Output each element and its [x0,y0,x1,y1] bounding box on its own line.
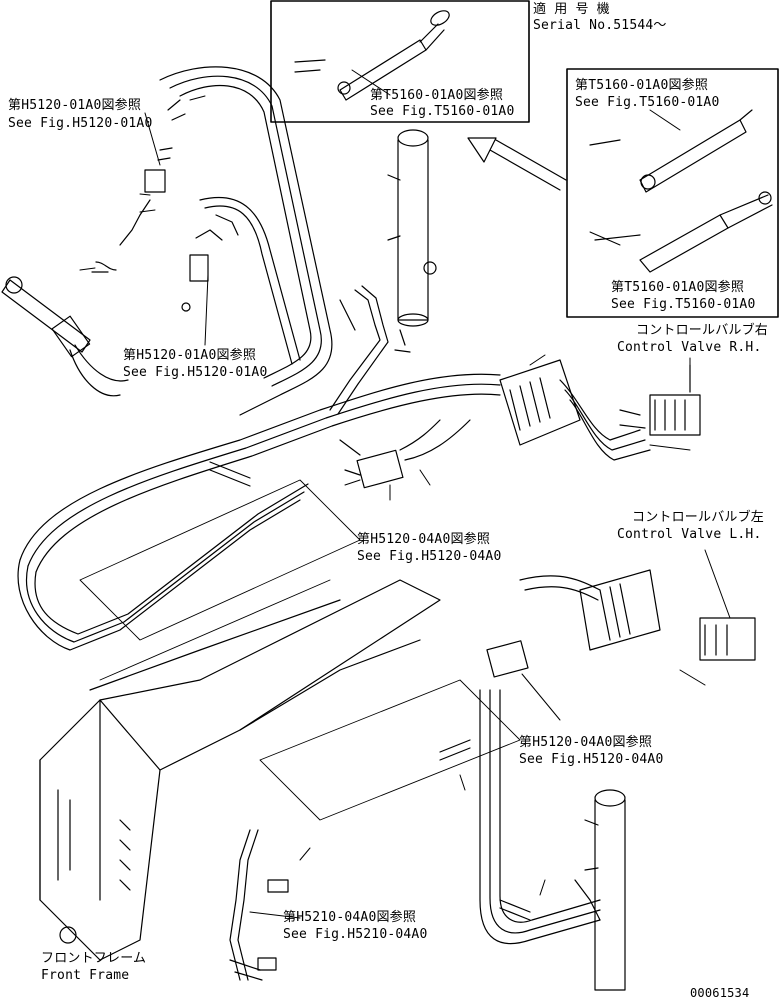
control-valve-rh-jp: コントロールバルブ右 [636,323,769,338]
center-valve-block [339,419,471,489]
control-valve-lh-en: Control Valve L.H. [617,527,762,542]
drawing-number: 00061534 [690,986,750,1000]
callout-h5120-top-left-en: See Fig.H5120-01A0 [8,116,153,131]
upper-clamp-stack [499,359,651,461]
front-frame-jp: フロントフレーム [41,951,147,966]
lower-right-cylinder [574,789,626,991]
callout-t5160-right-top-en: See Fig.T5160-01A0 [575,95,720,110]
callout-t5160-right-top-jp: 第T5160-01A0図参照 [575,78,709,93]
callout-h5120-04-center-en: See Fig.H5120-04A0 [357,549,502,564]
control-valve-rh-en: Control Valve R.H. [617,340,762,355]
callout-t5160-right-bottom-en: See Fig.T5160-01A0 [611,297,756,312]
callout-h5210-04-bottom-jp: 第H5210-04A0図参照 [283,910,417,925]
callout-t5160-top-inset-en: See Fig.T5160-01A0 [370,104,515,119]
part-reference-ticks [79,95,706,896]
front-frame-en: Front Frame [41,968,130,983]
right-boom-cylinder [329,129,437,415]
right-inset-box [566,68,779,318]
left-steering-cylinder [1,276,129,397]
upper-left-fittings [91,99,239,312]
callout-h5120-04-lower-en: See Fig.H5120-04A0 [519,752,664,767]
top-inset-box [270,0,530,123]
lower-clamp-stack [486,569,756,678]
applicability-serial: Serial No.51544～ [533,18,667,33]
lower-hose-loop [479,575,601,945]
right-inset-cylinders [589,109,773,273]
callout-h5120-mid-left-en: See Fig.H5120-01A0 [123,365,268,380]
mounting-plates [79,479,521,821]
front-frame [39,579,441,961]
callout-t5160-right-bottom-jp: 第T5160-01A0図参照 [611,280,745,295]
callout-h5120-mid-left-jp: 第H5120-01A0図参照 [123,348,257,363]
control-valve-rh [619,364,701,436]
control-valve-lh-jp: コントロールバルブ左 [632,510,765,525]
top-inset-cylinder [294,10,450,101]
bolts [209,299,531,921]
leader-lines [144,69,731,919]
inset-pointer-arrow [467,137,567,191]
callout-h5210-04-bottom-en: See Fig.H5210-04A0 [283,927,428,942]
callout-h5120-04-center-jp: 第H5120-04A0図参照 [357,532,491,547]
bottom-left-fittings [229,829,289,981]
callout-h5120-top-left-jp: 第H5120-01A0図参照 [8,98,142,113]
applicability-jp: 適 用 号 機 [533,2,610,17]
callout-t5160-top-inset-jp: 第T5160-01A0図参照 [370,88,504,103]
callout-h5120-04-lower-jp: 第H5120-04A0図参照 [519,735,653,750]
left-hose-loop [17,66,501,651]
